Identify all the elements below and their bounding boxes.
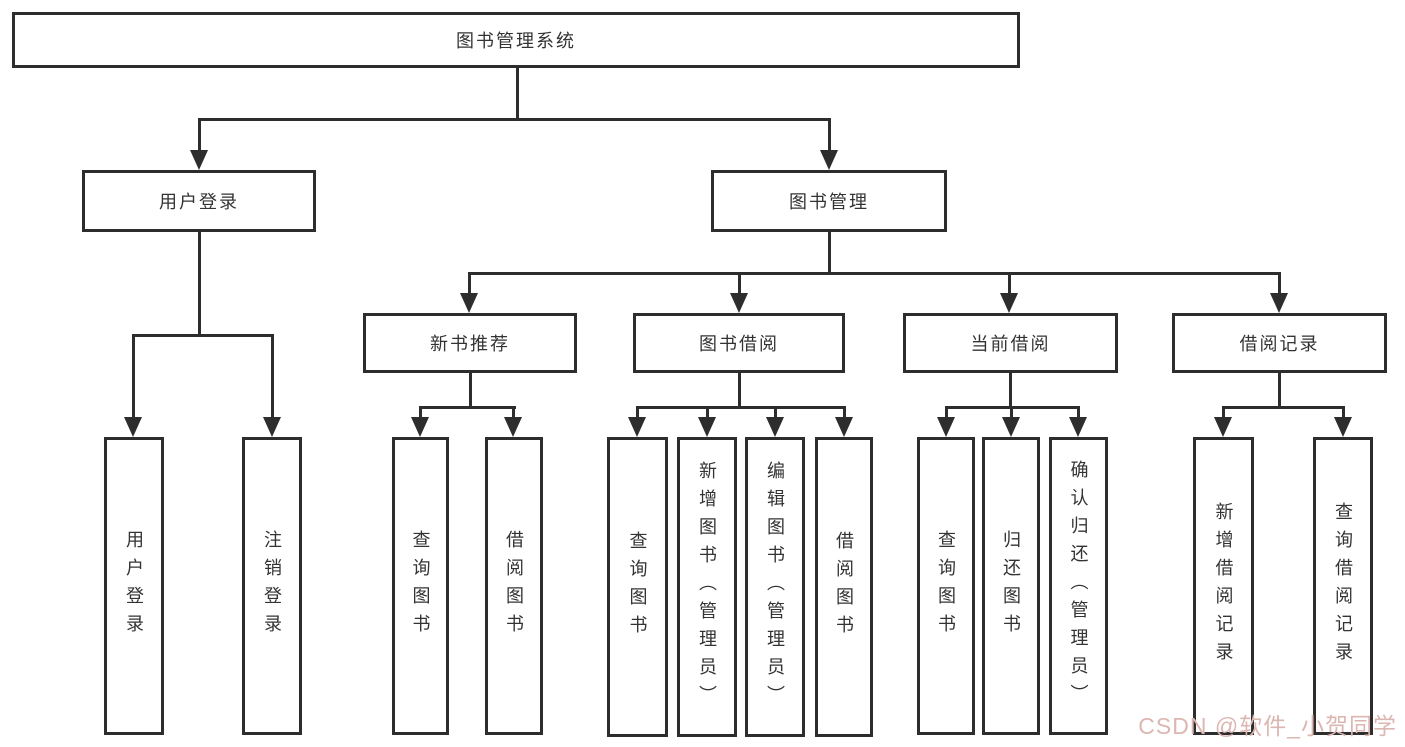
- connector-borrowing-bus: [636, 406, 846, 409]
- connector-root-bus: [198, 118, 831, 121]
- connector-root-stem: [516, 68, 519, 121]
- leaf-logout: 注销登录: [242, 437, 302, 735]
- leaf-user-login: 用户登录: [104, 437, 164, 735]
- node-borrowing-records: 借阅记录: [1172, 313, 1387, 373]
- connector-to-leaf-recommend-borrow: [512, 406, 515, 418]
- node-borrowing-records-label: 借阅记录: [1239, 334, 1320, 354]
- leaf-add-books-admin-label: 新增图书（管理员）: [697, 461, 717, 713]
- connector-to-book-borrowing: [738, 272, 741, 296]
- leaf-borrowing-query-books-label: 查询图书: [627, 531, 648, 643]
- csdn-watermark: CSDN @软件_小贺同学: [1138, 713, 1397, 739]
- leaf-logout-label: 注销登录: [262, 530, 282, 642]
- arrowhead-new-book-recommendation: [460, 293, 478, 313]
- node-user-login-label: 用户登录: [159, 192, 239, 212]
- connector-to-leaf-user-login: [132, 334, 135, 418]
- leaf-recommend-borrow-books: 借阅图书: [485, 437, 543, 735]
- connector-to-leaf-query-record: [1342, 406, 1345, 418]
- arrowhead-leaf-query-record: [1334, 417, 1352, 437]
- connector-to-new-book-recommendation: [468, 272, 471, 296]
- connector-to-leaf-return-books: [1010, 406, 1013, 418]
- leaf-return-books-label: 归还图书: [1001, 530, 1021, 642]
- connector-to-leaf-confirm-return: [1077, 406, 1080, 418]
- node-new-book-recommendation: 新书推荐: [363, 313, 577, 373]
- arrowhead-leaf-borrowing-borrow: [835, 417, 853, 437]
- leaf-edit-books-admin: 编辑图书（管理员）: [745, 437, 805, 737]
- arrowhead-user-login: [190, 150, 208, 170]
- connector-to-leaf-borrowing-borrow: [843, 406, 846, 418]
- leaf-add-borrow-record: 新增借阅记录: [1193, 437, 1254, 735]
- connector-borrowing-stem: [738, 373, 741, 409]
- node-library-system-label: 图书管理系统: [456, 31, 576, 51]
- arrowhead-leaf-logout: [263, 417, 281, 437]
- node-book-management-label: 图书管理: [789, 192, 869, 212]
- arrowhead-leaf-add-books: [698, 417, 716, 437]
- node-user-login: 用户登录: [82, 170, 316, 232]
- connector-recommendation-stem: [469, 373, 472, 409]
- connector-to-leaf-edit-books: [774, 406, 777, 418]
- node-library-system: 图书管理系统: [12, 12, 1020, 68]
- arrowhead-leaf-user-login: [124, 417, 142, 437]
- leaf-current-query-books-label: 查询图书: [936, 530, 956, 642]
- node-new-book-recommendation-label: 新书推荐: [430, 334, 510, 354]
- arrowhead-book-borrowing: [730, 293, 748, 313]
- arrowhead-leaf-confirm-return: [1069, 417, 1087, 437]
- connector-to-book-management: [828, 118, 831, 152]
- arrowhead-current-borrowing: [1000, 293, 1018, 313]
- arrowhead-leaf-return-books: [1002, 417, 1020, 437]
- connector-to-leaf-add-record: [1222, 406, 1225, 418]
- connector-to-borrowing-records: [1278, 272, 1281, 296]
- connector-book-management-bus: [468, 272, 1281, 275]
- node-book-borrowing-label: 图书借阅: [699, 334, 779, 354]
- leaf-user-login-label: 用户登录: [124, 530, 144, 642]
- leaf-borrowing-query-books: 查询图书: [607, 437, 668, 737]
- node-book-management: 图书管理: [711, 170, 947, 232]
- leaf-recommend-query-books: 查询图书: [392, 437, 449, 735]
- leaf-add-books-admin: 新增图书（管理员）: [677, 437, 737, 737]
- connector-user-login-stem: [198, 232, 201, 337]
- connector-to-leaf-logout: [271, 334, 274, 418]
- leaf-return-books: 归还图书: [982, 437, 1040, 735]
- arrowhead-leaf-recommend-query: [411, 417, 429, 437]
- connector-current-stem: [1009, 373, 1012, 409]
- connector-to-leaf-current-query: [945, 406, 948, 418]
- leaf-query-borrow-record: 查询借阅记录: [1313, 437, 1373, 735]
- connector-to-leaf-add-books: [706, 406, 709, 418]
- connector-book-management-stem: [828, 232, 831, 275]
- connector-to-leaf-recommend-query: [419, 406, 422, 418]
- leaf-confirm-return-admin: 确认归还（管理员）: [1049, 437, 1108, 735]
- leaf-edit-books-admin-label: 编辑图书（管理员）: [765, 461, 785, 713]
- leaf-query-borrow-record-label: 查询借阅记录: [1333, 502, 1353, 670]
- leaf-current-query-books: 查询图书: [917, 437, 975, 735]
- leaf-recommend-borrow-books-label: 借阅图书: [504, 530, 524, 642]
- leaf-recommend-query-books-label: 查询图书: [410, 530, 431, 642]
- arrowhead-leaf-edit-books: [766, 417, 784, 437]
- leaf-add-borrow-record-label: 新增借阅记录: [1213, 502, 1234, 670]
- leaf-borrowing-borrow-books-label: 借阅图书: [834, 531, 854, 643]
- connector-to-leaf-borrowing-query: [636, 406, 639, 418]
- arrowhead-leaf-borrowing-query: [628, 417, 646, 437]
- node-book-borrowing: 图书借阅: [633, 313, 845, 373]
- connector-records-stem: [1278, 373, 1281, 409]
- connector-to-current-borrowing: [1008, 272, 1011, 296]
- arrowhead-borrowing-records: [1270, 293, 1288, 313]
- connector-user-login-bus: [132, 334, 274, 337]
- arrowhead-leaf-recommend-borrow: [504, 417, 522, 437]
- connector-records-bus: [1222, 406, 1345, 409]
- leaf-confirm-return-admin-label: 确认归还（管理员）: [1068, 460, 1089, 712]
- arrowhead-leaf-current-query: [937, 417, 955, 437]
- arrowhead-book-management: [820, 150, 838, 170]
- leaf-borrowing-borrow-books: 借阅图书: [815, 437, 873, 737]
- connector-to-user-login: [198, 118, 201, 152]
- node-current-borrowing: 当前借阅: [903, 313, 1118, 373]
- arrowhead-leaf-add-record: [1214, 417, 1232, 437]
- connector-recommendation-bus: [419, 406, 516, 409]
- node-current-borrowing-label: 当前借阅: [970, 334, 1051, 354]
